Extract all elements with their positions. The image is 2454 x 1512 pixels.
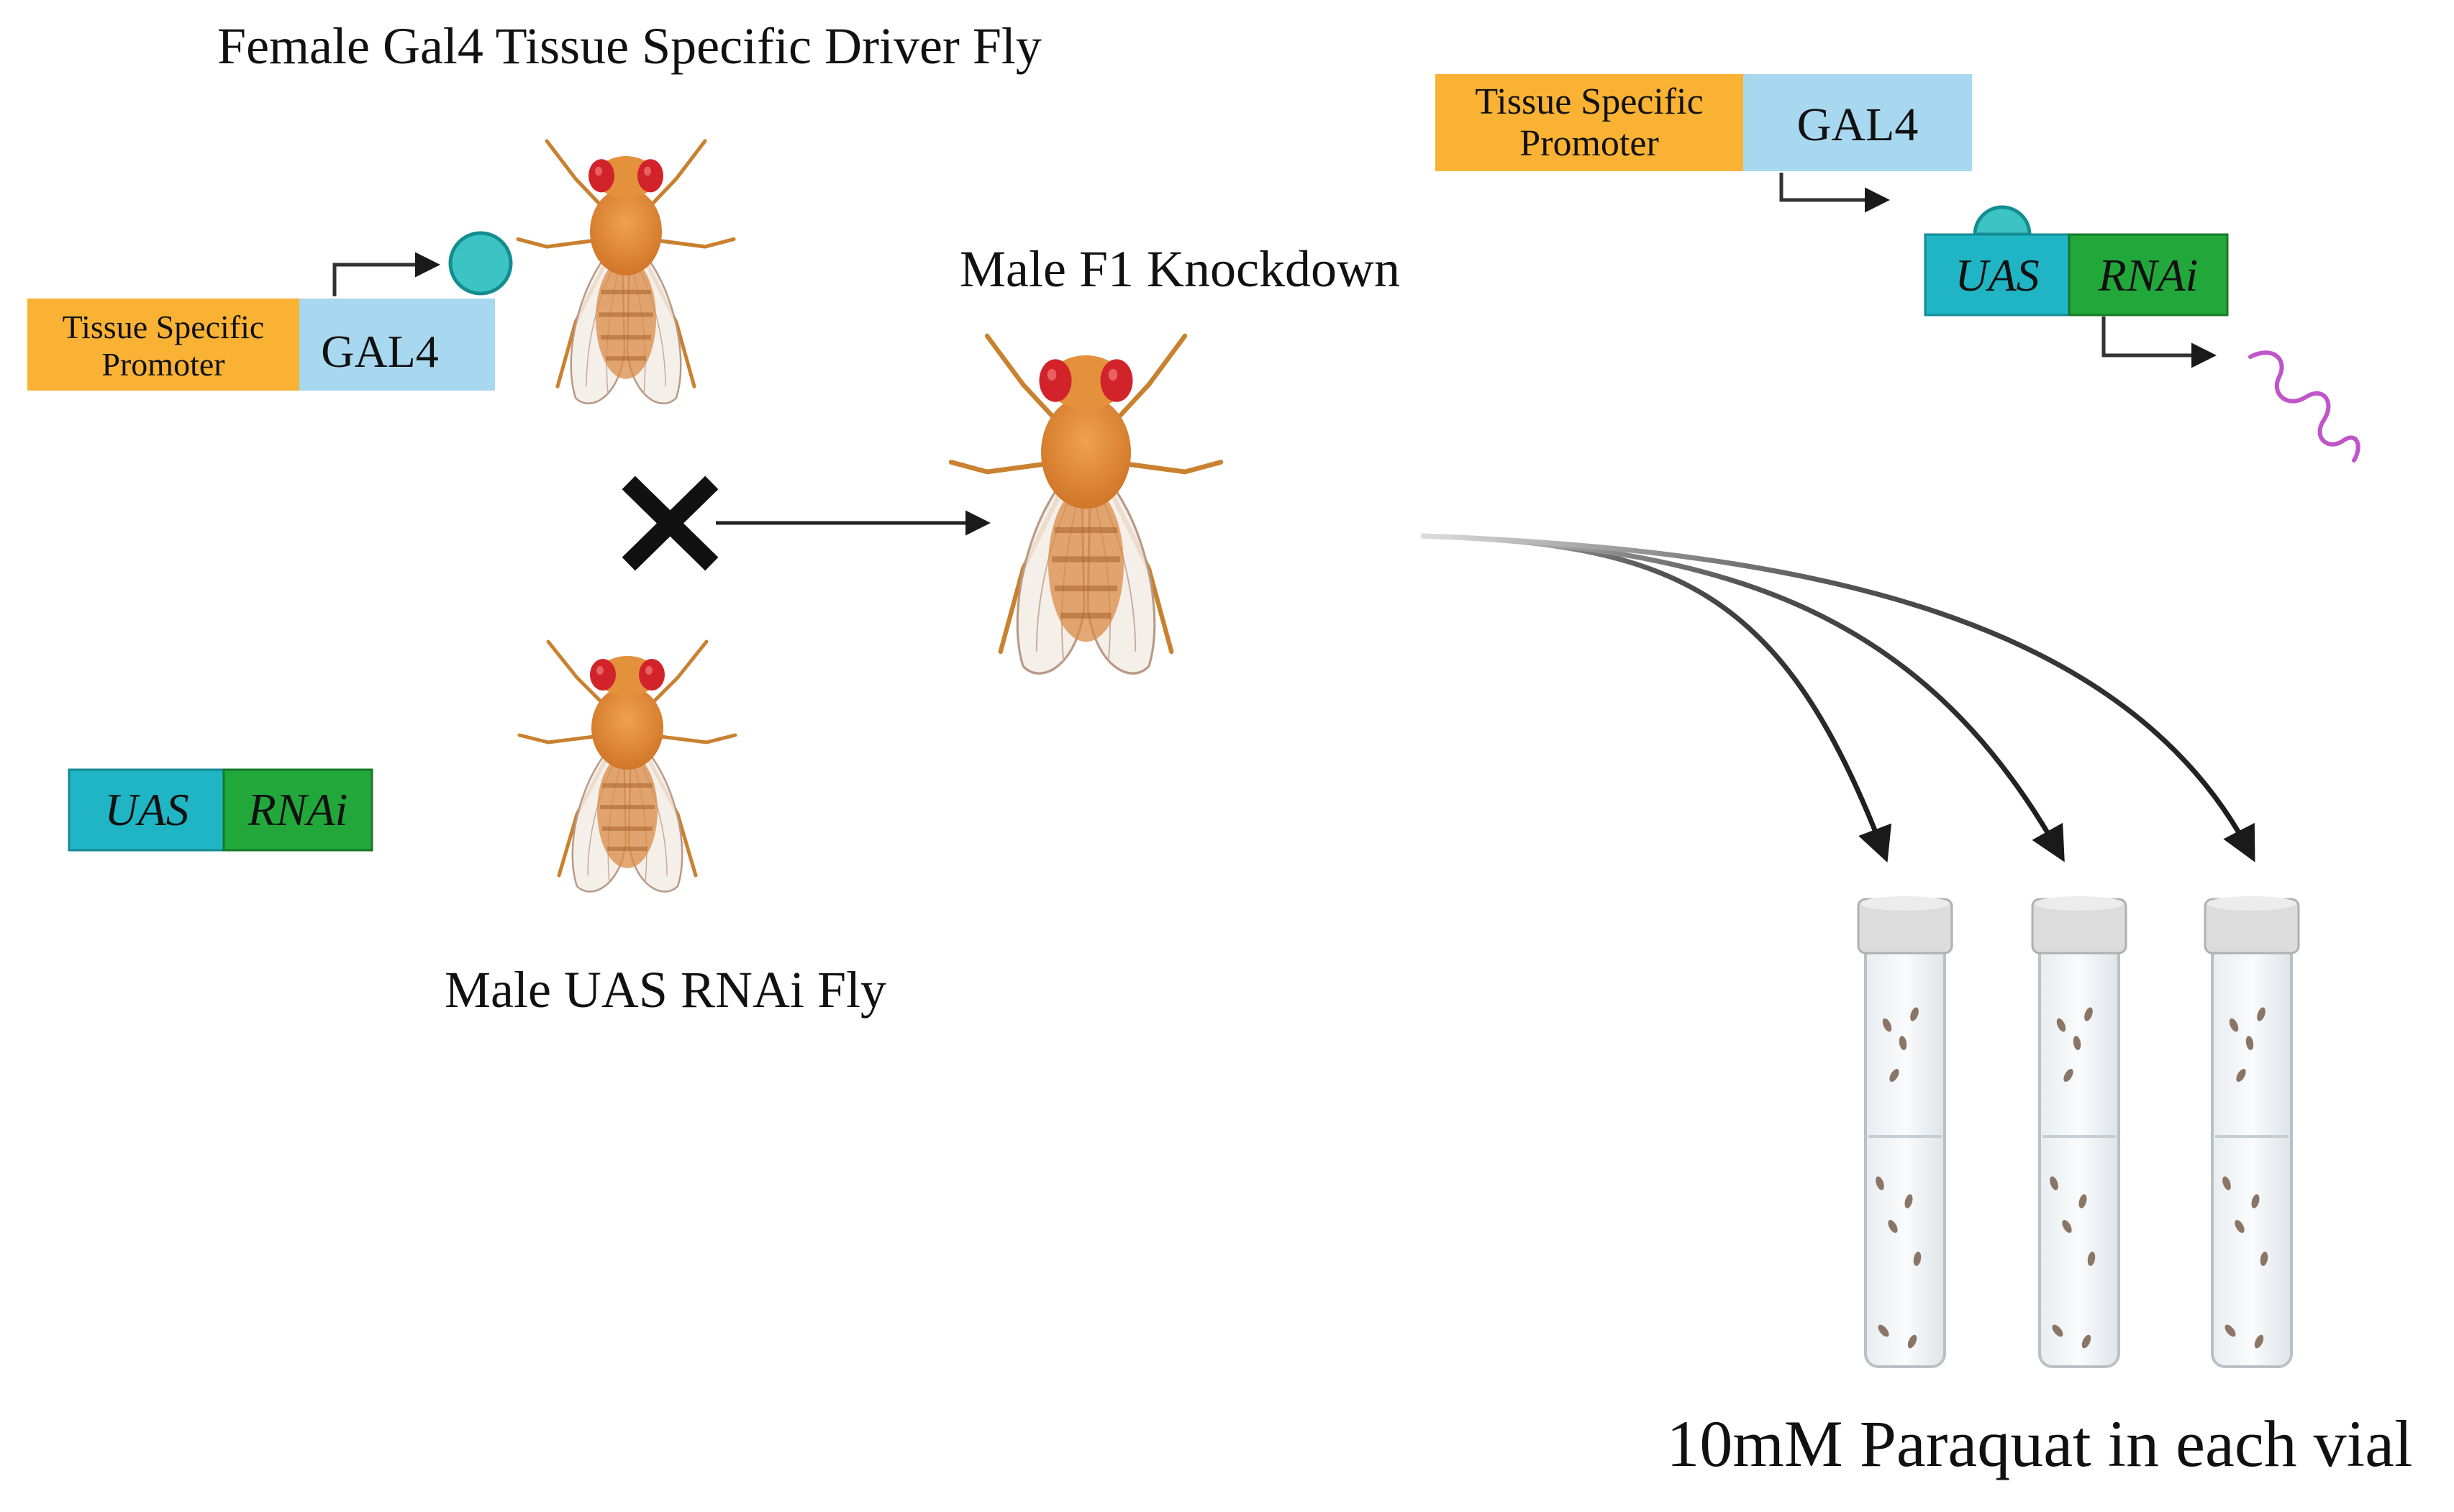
promoter-label-line1: Tissue Specific <box>63 309 265 345</box>
rnai-block <box>222 768 373 852</box>
curve-arrow-vial-2-icon <box>1420 533 2065 862</box>
transcription-arrow-right-icon <box>1779 173 1890 213</box>
f1-label: Male F1 Knockdown <box>960 240 1400 298</box>
promoter-right-line2: Promoter <box>1519 123 1659 164</box>
transcription-arrow-icon <box>332 252 440 296</box>
gal4-block <box>299 299 495 391</box>
gal4-driver-construct: Tissue Specific Promoter GAL4 <box>27 231 513 391</box>
rnai-transcription-arrow-icon <box>2101 316 2217 368</box>
uas-label: UAS <box>104 784 188 835</box>
paraquat-label: 10mM Paraquat in each vial <box>1666 1407 2412 1480</box>
promoter-right-line1: Tissue Specific <box>1475 81 1703 122</box>
uas-rnai-construct-left: UAS RNAi <box>68 768 373 852</box>
vial-icon-3 <box>2204 895 2300 1368</box>
rnai-right-label: RNAi <box>2098 250 2199 301</box>
uas-right-label: UAS <box>1955 250 2039 301</box>
gal4-protein-icon <box>448 231 513 296</box>
vial-icon-2 <box>2031 895 2127 1368</box>
rnai-block-right <box>2068 233 2229 316</box>
promoter-label-line2: Promoter <box>101 346 224 383</box>
gal4-right-label: GAL4 <box>1797 99 1919 151</box>
cross-x-icon <box>622 475 719 571</box>
female-fly-label: Female Gal4 Tissue Specific Driver Fly <box>217 17 1042 75</box>
male-fly-label: Male UAS RNAi Fly <box>445 961 886 1019</box>
gal4-block-right <box>1743 74 1972 171</box>
female-fly-icon <box>518 141 734 404</box>
rna-transcript-icon <box>2248 350 2360 463</box>
gal4-label: GAL4 <box>321 326 439 377</box>
vial-icon-1 <box>1857 895 1953 1368</box>
f1-fly-icon <box>951 336 1221 673</box>
uas-block <box>68 768 225 852</box>
promoter-block-right <box>1435 74 1743 171</box>
rnai-label: RNAi <box>247 784 348 835</box>
promoter-block <box>27 299 299 391</box>
activated-construct: Tissue Specific Promoter GAL4 UAS RNAi <box>1435 74 2360 463</box>
male-fly-icon <box>519 642 735 892</box>
gal4-bound-protein-icon <box>1973 205 2032 237</box>
curve-arrow-vial-1-icon <box>1420 533 1892 863</box>
uas-block-right <box>1924 233 2071 316</box>
curve-arrow-vial-3-icon <box>1420 533 2255 862</box>
